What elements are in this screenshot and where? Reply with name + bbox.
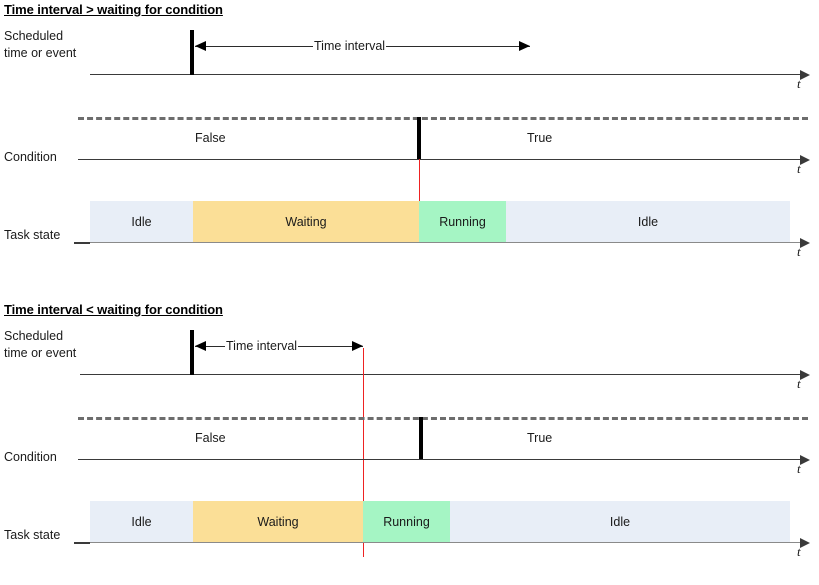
task-state-block-waiting: Waiting — [193, 201, 419, 242]
task-state-block-idle-1-label: Idle — [131, 214, 152, 229]
task-state-block-running: Running — [419, 201, 506, 242]
diagram-1-title: Time interval > waiting for condition — [4, 2, 223, 17]
condition-true-level-dashed-line-2 — [78, 417, 808, 420]
task-state-block-idle-2-label-2: Idle — [609, 514, 631, 529]
condition-to-running-red-marker — [418, 159, 420, 201]
diagram-time-interval-less: Time interval < waiting for condition Sc… — [0, 292, 819, 585]
task-state-block-waiting-label-2: Waiting — [257, 514, 299, 529]
task-state-label-tail — [74, 242, 90, 244]
scheduled-event-tick — [190, 30, 194, 75]
task-state-block-running-label-2: Running — [383, 514, 430, 529]
task-state-block-running-label: Running — [439, 214, 486, 229]
condition-label: Condition — [4, 150, 57, 164]
diagram-2-title: Time interval < waiting for condition — [4, 302, 223, 317]
condition-true-label-2: True — [527, 431, 553, 445]
condition-false-label-2: False — [195, 431, 226, 445]
task-state-block-idle-1-label-2: Idle — [131, 514, 152, 529]
task-state-axis-t-symbol-2: t — [797, 544, 801, 559]
scheduled-axis-arrow-icon-2 — [800, 369, 810, 380]
task-state-block-idle-2: Idle — [506, 201, 790, 242]
time-interval-arrow-right-icon — [519, 40, 530, 51]
condition-axis-2 — [78, 459, 808, 460]
time-interval-label: Time interval — [313, 39, 387, 53]
task-state-axis-arrow-icon-2 — [800, 537, 810, 548]
task-state-label-tail-2 — [74, 542, 90, 544]
interval-end-to-running-red-marker — [362, 348, 364, 557]
scheduled-event-tick-2 — [190, 330, 194, 375]
condition-axis-arrow-icon — [800, 154, 810, 165]
diagram-time-interval-greater: Time interval > waiting for condition Sc… — [0, 0, 819, 292]
condition-axis-t-symbol: t — [797, 161, 801, 176]
condition-axis — [78, 159, 808, 160]
scheduled-axis-t-symbol-2: t — [797, 376, 801, 391]
task-state-block-idle-1: Idle — [90, 201, 193, 242]
task-state-axis — [90, 242, 808, 243]
scheduled-label-line1-2: Scheduled — [4, 329, 64, 343]
task-state-block-waiting-2: Waiting — [193, 501, 363, 542]
task-state-label-2: Task state — [4, 528, 61, 542]
scheduled-label-line1: Scheduled — [4, 29, 64, 43]
condition-transition-tick-2 — [419, 417, 423, 459]
time-interval-arrow-left-icon-2 — [195, 340, 206, 351]
time-interval-label-2: Time interval — [225, 339, 299, 353]
task-state-block-running-2: Running — [363, 501, 450, 542]
condition-axis-arrow-icon-2 — [800, 454, 810, 465]
task-state-block-waiting-label: Waiting — [285, 214, 327, 229]
condition-transition-tick — [417, 117, 421, 159]
task-state-block-idle-2-2: Idle — [450, 501, 790, 542]
scheduled-time-axis — [90, 74, 808, 75]
scheduled-label-line2-2: time or event — [4, 346, 77, 360]
task-state-axis-2 — [90, 542, 808, 543]
scheduled-axis-t-symbol: t — [797, 76, 801, 91]
task-state-block-idle-1-2: Idle — [90, 501, 193, 542]
task-state-block-idle-2-label: Idle — [637, 214, 659, 229]
time-interval-arrow-right-icon-2 — [352, 340, 363, 351]
task-state-axis-arrow-icon — [800, 237, 810, 248]
scheduled-label-line2: time or event — [4, 46, 77, 60]
condition-label-2: Condition — [4, 450, 57, 464]
scheduled-time-axis-2 — [80, 374, 808, 375]
condition-axis-t-symbol-2: t — [797, 461, 801, 476]
task-state-label: Task state — [4, 228, 61, 242]
scheduled-axis-arrow-icon — [800, 69, 810, 80]
time-interval-arrow-left-icon — [195, 40, 206, 51]
task-state-axis-t-symbol: t — [797, 244, 801, 259]
condition-true-level-dashed-line — [78, 117, 808, 120]
condition-false-label: False — [195, 131, 226, 145]
condition-true-label: True — [527, 131, 553, 145]
